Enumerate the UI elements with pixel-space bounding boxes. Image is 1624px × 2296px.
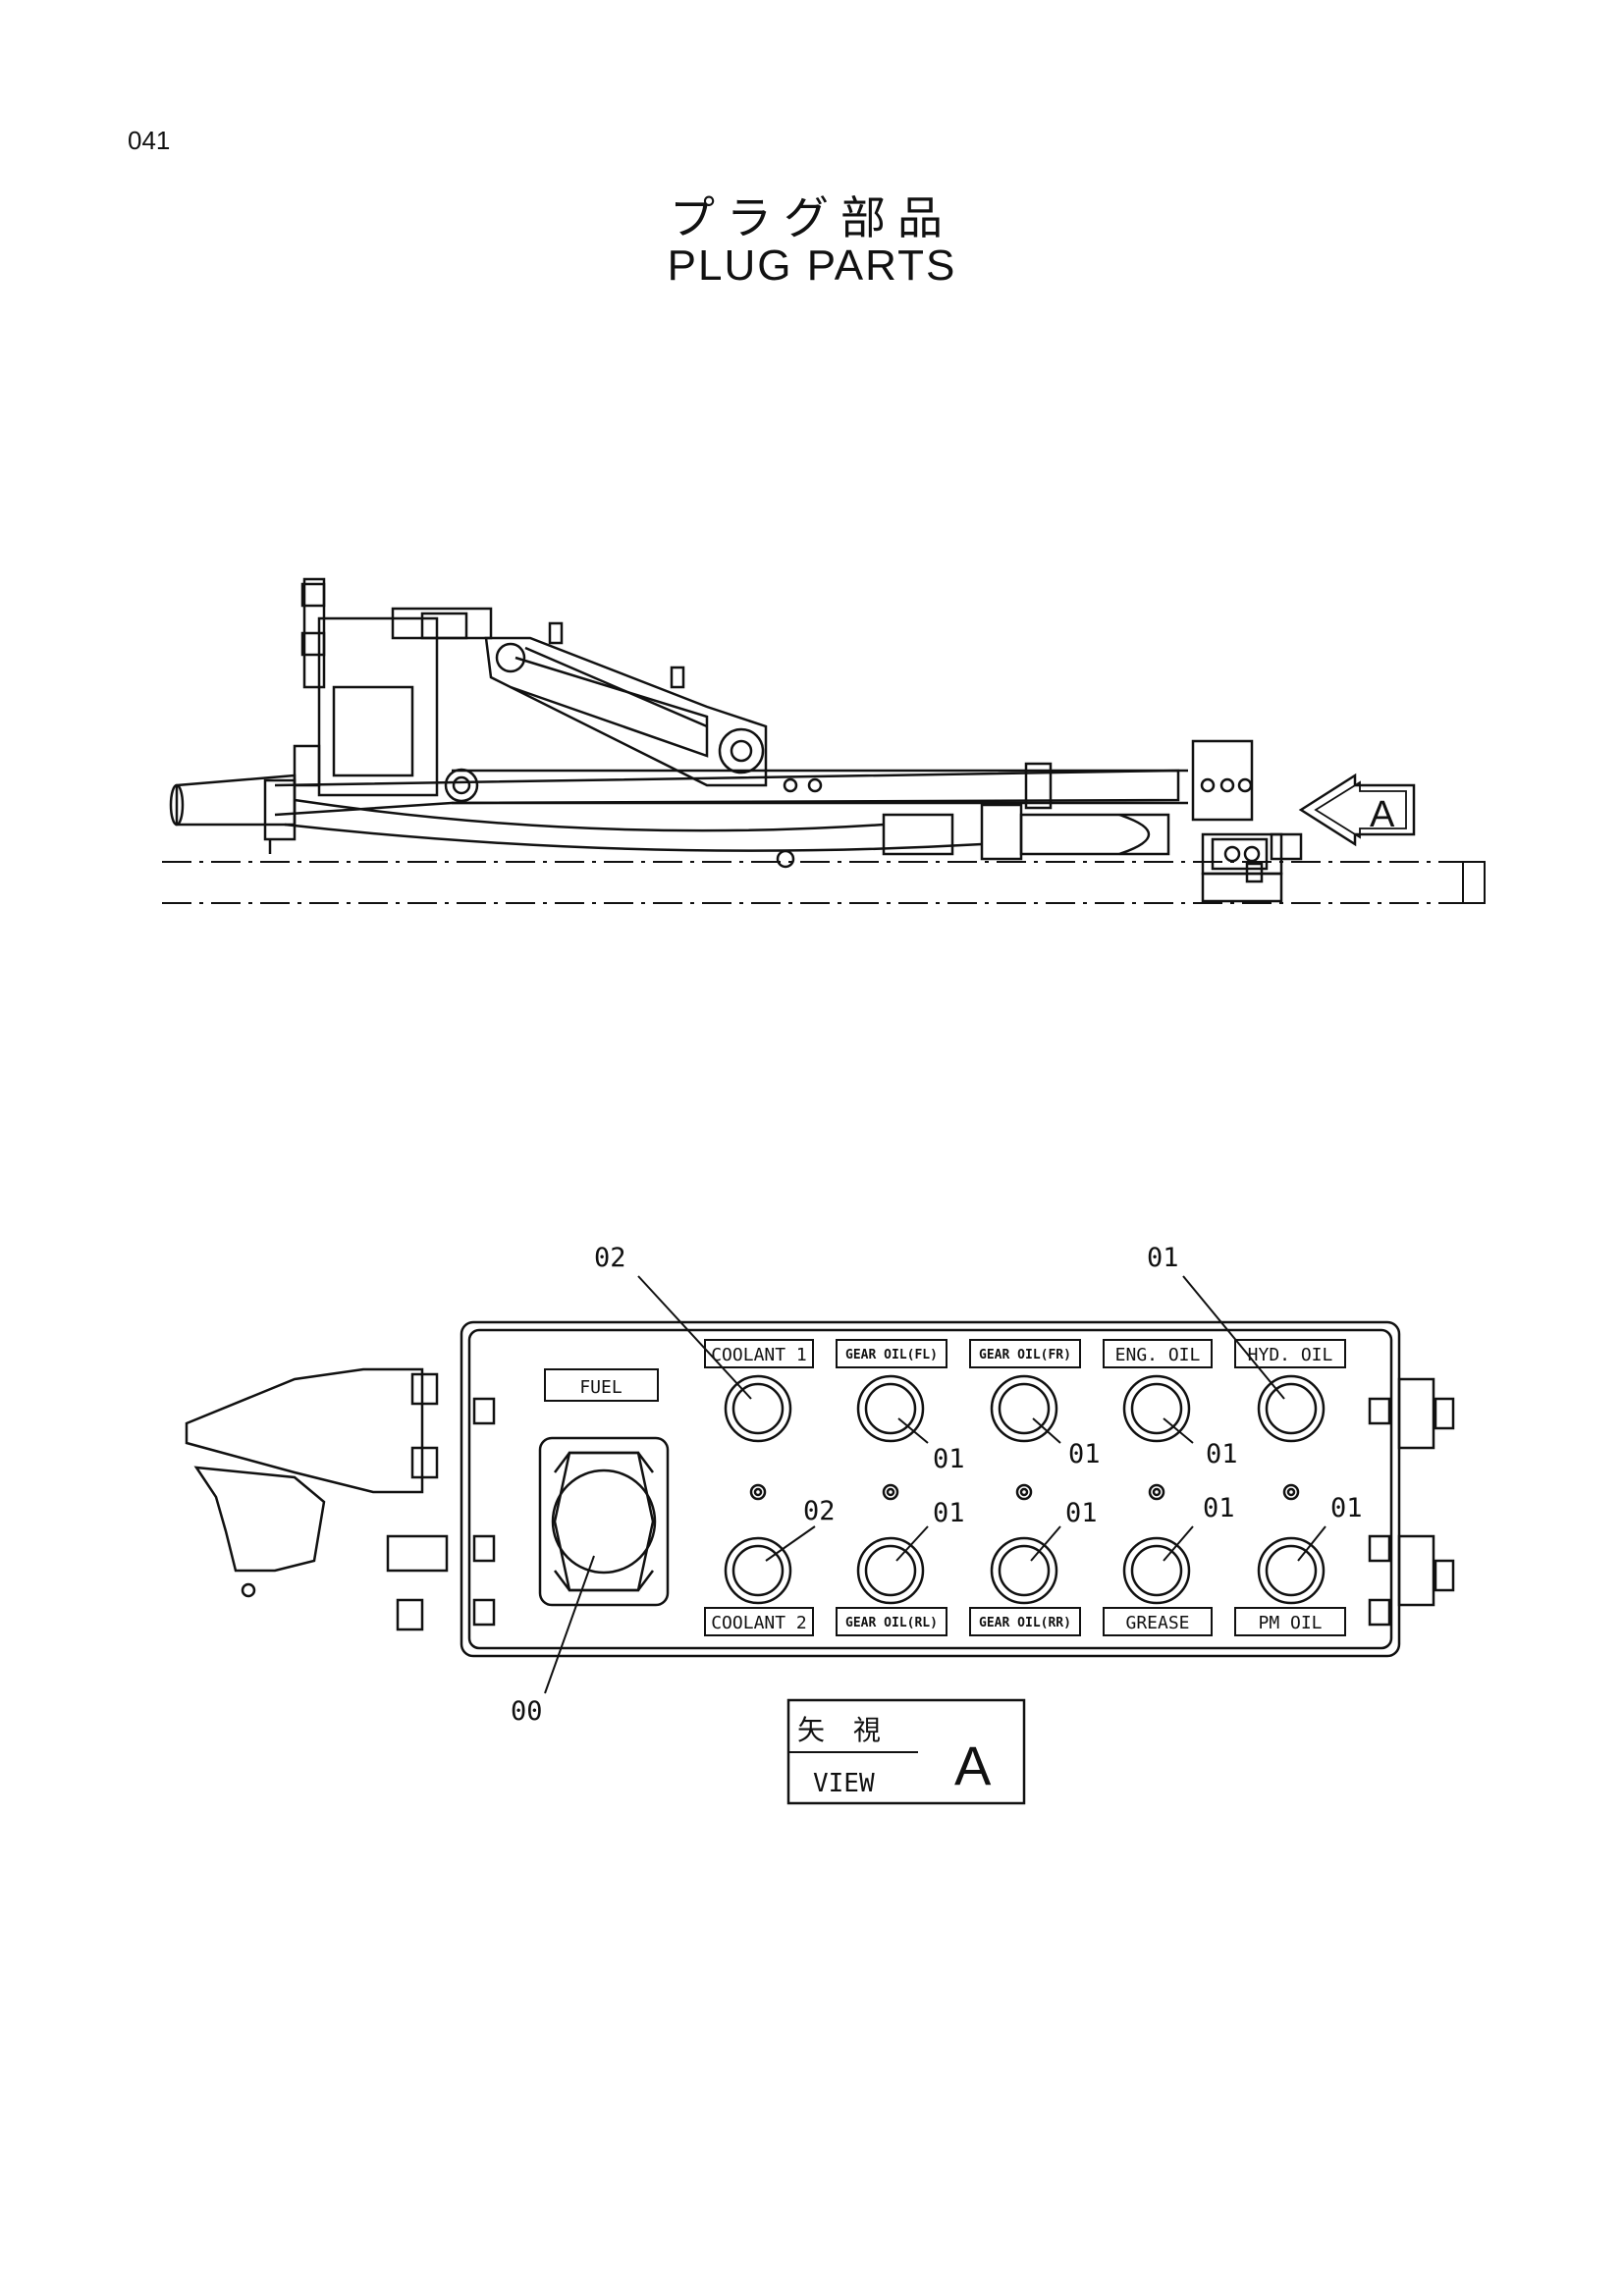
view-box-letter: A <box>954 1735 992 1796</box>
callout-mid-2: 01 <box>1068 1439 1101 1469</box>
view-a-panel-drawing <box>185 1275 1455 1805</box>
fuel-label: FUEL <box>579 1377 623 1398</box>
view-box-english: VIEW <box>813 1769 875 1798</box>
view-box-japanese: 矢 視 <box>797 1714 891 1746</box>
view-arrow-label: A <box>1370 794 1395 835</box>
top-label-3: GEAR OIL(FR) <box>979 1348 1071 1362</box>
top-label-1: COOLANT 1 <box>711 1345 807 1365</box>
callout-lower-1: 02 <box>803 1496 836 1526</box>
fuel-plug-icon <box>553 1451 655 1592</box>
side-view-drawing: A <box>162 577 1486 904</box>
page-title-japanese: プラグ部品 <box>670 191 954 244</box>
callout-fuel: 00 <box>511 1696 543 1727</box>
callout-lower-5: 01 <box>1330 1493 1363 1523</box>
view-arrow-icon <box>1298 773 1416 847</box>
page-title-english: PLUG PARTS <box>667 241 957 290</box>
top-row-plugs <box>724 1374 1326 1443</box>
page-number: 041 <box>128 126 171 155</box>
callout-mid-3: 01 <box>1206 1439 1238 1469</box>
callout-top-right: 01 <box>1147 1243 1179 1273</box>
callout-lower-2: 01 <box>933 1498 965 1528</box>
bottom-label-1: COOLANT 2 <box>711 1613 807 1633</box>
bottom-label-4: GREASE <box>1125 1613 1189 1633</box>
bottom-label-3: GEAR OIL(RR) <box>979 1616 1071 1630</box>
bottom-label-5: PM OIL <box>1258 1613 1322 1633</box>
top-label-2: GEAR OIL(FL) <box>845 1348 938 1362</box>
bottom-label-2: GEAR OIL(RL) <box>845 1616 938 1630</box>
bottom-row-plugs <box>724 1536 1326 1605</box>
callout-lower-3: 01 <box>1065 1498 1098 1528</box>
callout-lower-4: 01 <box>1203 1493 1235 1523</box>
top-label-4: ENG. OIL <box>1115 1345 1201 1365</box>
top-label-5: HYD. OIL <box>1248 1345 1333 1365</box>
callout-mid-1: 01 <box>933 1444 965 1474</box>
callout-top-left: 02 <box>594 1243 626 1273</box>
screw-markers <box>749 1483 1300 1501</box>
